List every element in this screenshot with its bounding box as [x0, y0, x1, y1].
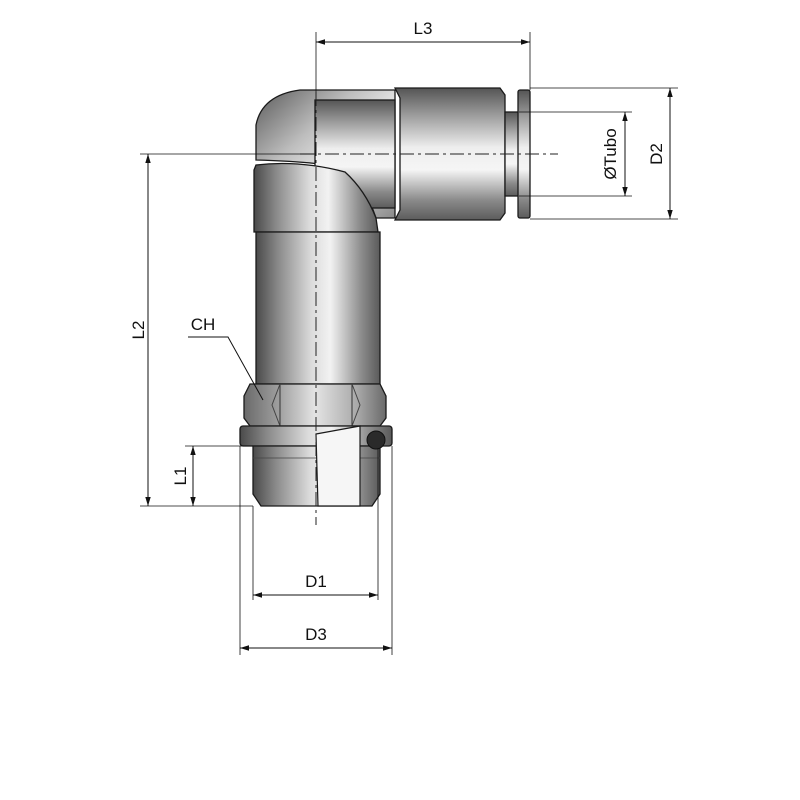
- stem: [255, 231, 381, 385]
- dimensions: L3 L2 L1 CH D1 D3 ØTubo D2: [129, 19, 678, 655]
- ch-leader: [188, 336, 264, 401]
- l2-label: L2: [129, 321, 148, 340]
- hex-chamfer-left: [271, 383, 281, 427]
- hex-nut: [243, 383, 387, 427]
- l3-label: L3: [414, 19, 433, 38]
- o-ring: [366, 430, 386, 450]
- section-cut: [315, 425, 361, 507]
- ch-label: CH: [191, 315, 216, 334]
- d2-label: D2: [647, 143, 666, 165]
- d3-label: D3: [305, 625, 327, 644]
- fitting-body: [239, 87, 531, 507]
- center-lines: [300, 92, 558, 525]
- hex-chamfer-right: [351, 383, 361, 427]
- tube-label: ØTubo: [601, 128, 620, 179]
- l1-label: L1: [171, 467, 190, 486]
- d1-label: D1: [305, 572, 327, 591]
